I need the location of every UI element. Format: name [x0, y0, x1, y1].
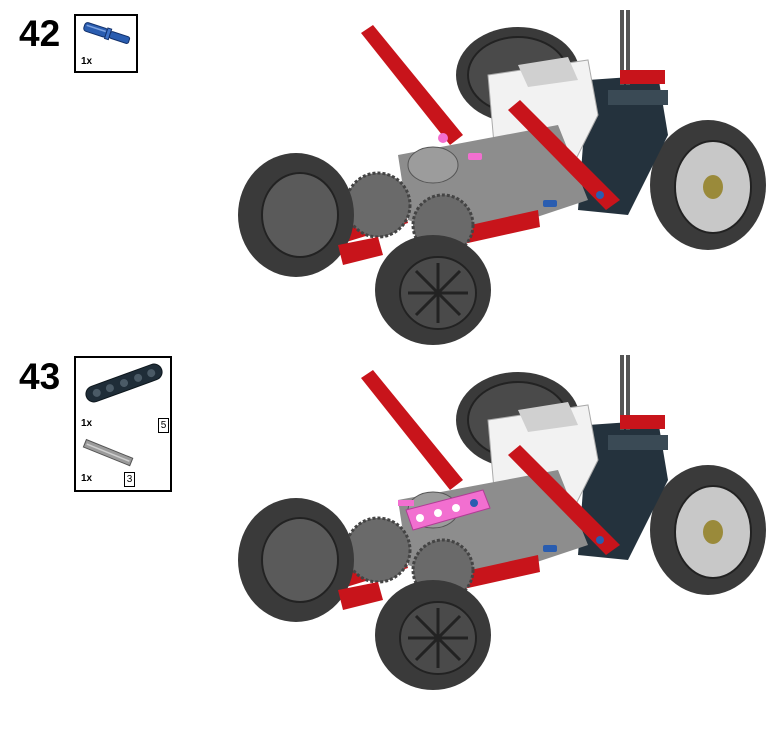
step-42: 42 1x [0, 0, 768, 345]
part-length-badge: 3 [124, 472, 135, 487]
step-43: 43 1x 5 1x 3 [0, 345, 768, 750]
dark-beam-icon [85, 363, 163, 403]
part-quantity: 1x [81, 473, 93, 484]
vehicle-model-illustration [238, 355, 766, 690]
grey-axle-icon [82, 438, 134, 467]
vehicle-model-illustration [238, 10, 766, 345]
part-quantity: 1x [81, 56, 93, 67]
parts-callout: 1x [74, 14, 138, 73]
step-number: 43 [19, 356, 61, 397]
front-right-wheel [375, 580, 491, 690]
step-number: 42 [19, 13, 61, 54]
front-left-wheel [238, 153, 354, 277]
added-magenta-beam [398, 489, 491, 531]
part-length-badge: 5 [158, 418, 169, 433]
blue-axle-pin-icon [83, 22, 131, 44]
front-right-wheel [375, 235, 491, 345]
front-left-wheel [238, 498, 354, 622]
rear-right-wheel [650, 465, 766, 595]
rear-right-wheel [650, 120, 766, 250]
part-quantity: 1x [81, 418, 93, 429]
parts-callout: 1x 5 1x 3 [74, 356, 172, 492]
